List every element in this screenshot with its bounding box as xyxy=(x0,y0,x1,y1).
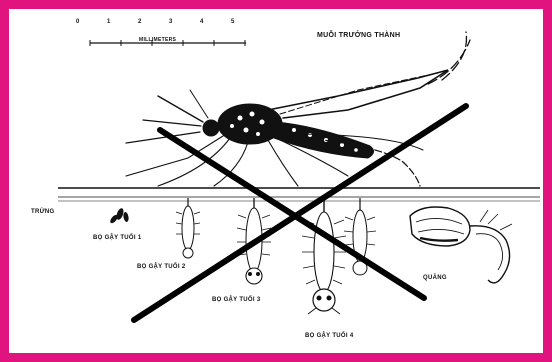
larva-1-label: BỌ GẬY TUỔI 1 xyxy=(93,235,141,241)
scale-unit-label: MILLIMETERS xyxy=(139,37,176,43)
mosquito-lifecycle-diagram xyxy=(18,18,552,362)
scale-tick-1: 1 xyxy=(107,19,111,25)
scale-tick-5: 5 xyxy=(231,19,235,25)
adult-mosquito-label: MUỖI TRƯỞNG THÀNH xyxy=(317,32,400,39)
scale-tick-2: 2 xyxy=(138,19,142,25)
pupa-label: QUĂNG xyxy=(423,275,447,281)
larva-4-label: BỌ GẬY TUỔI 4 xyxy=(305,333,353,339)
pupa-illustration xyxy=(410,207,512,283)
scale-tick-3: 3 xyxy=(169,19,173,25)
larva-stage-3 xyxy=(302,198,346,314)
water-surface xyxy=(58,188,540,201)
larva-3-label: BỌ GẬY TUỔI 3 xyxy=(212,297,260,303)
scale-tick-0: 0 xyxy=(76,19,80,25)
scale-tick-4: 4 xyxy=(200,19,204,25)
larva-2-label: BỌ GẬY TUỔI 2 xyxy=(137,264,185,270)
egg-label: TRỨNG xyxy=(31,209,54,215)
egg-cluster xyxy=(109,207,129,224)
adult-mosquito-illustration xyxy=(126,32,470,186)
larva-stage-1 xyxy=(176,198,200,258)
